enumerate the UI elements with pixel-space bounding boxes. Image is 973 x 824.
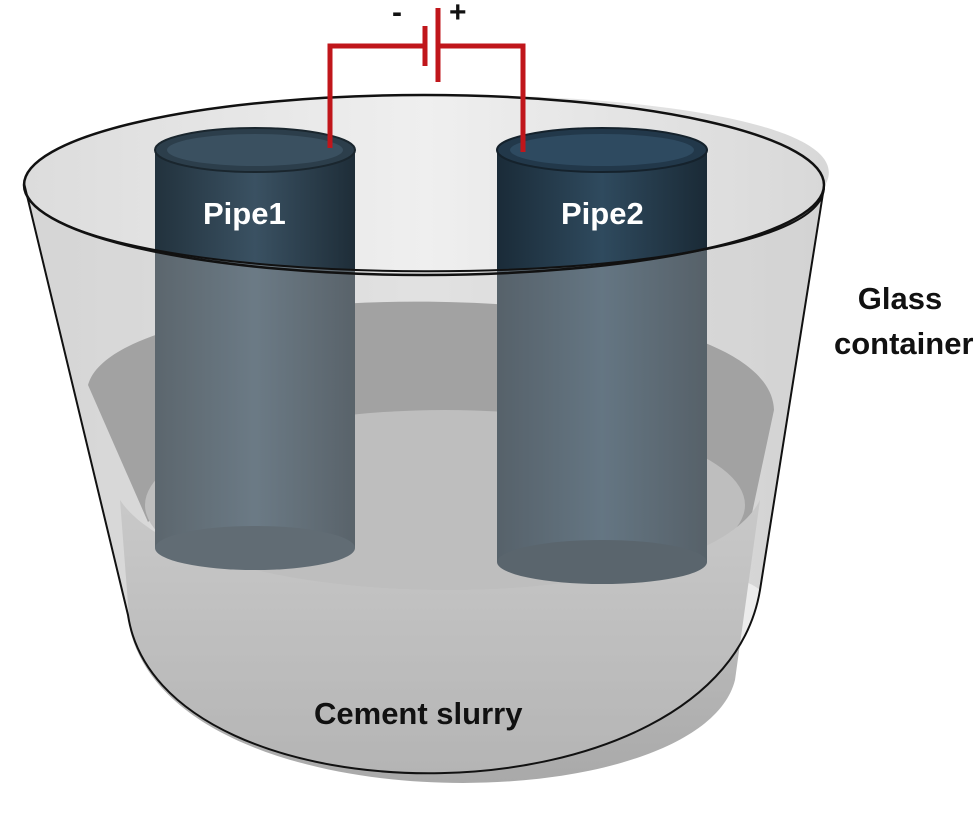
positive-terminal-label: + <box>449 0 467 29</box>
glass-label-line2: container <box>834 326 973 361</box>
cement-slurry-label: Cement slurry <box>314 696 523 731</box>
pipe2-label: Pipe2 <box>561 196 644 231</box>
glass-container-front <box>23 182 825 775</box>
battery-icon <box>422 8 441 82</box>
glass-container-rim <box>22 93 826 277</box>
glass-container-label: Glass container <box>834 276 973 366</box>
pipe2 <box>496 127 708 584</box>
circuit-wires <box>327 43 526 152</box>
pipe1 <box>154 127 356 570</box>
pipe1-label: Pipe1 <box>203 196 286 231</box>
cement-slurry <box>120 500 760 783</box>
negative-terminal-label: - <box>392 0 402 29</box>
glass-label-line1: Glass <box>857 281 943 316</box>
